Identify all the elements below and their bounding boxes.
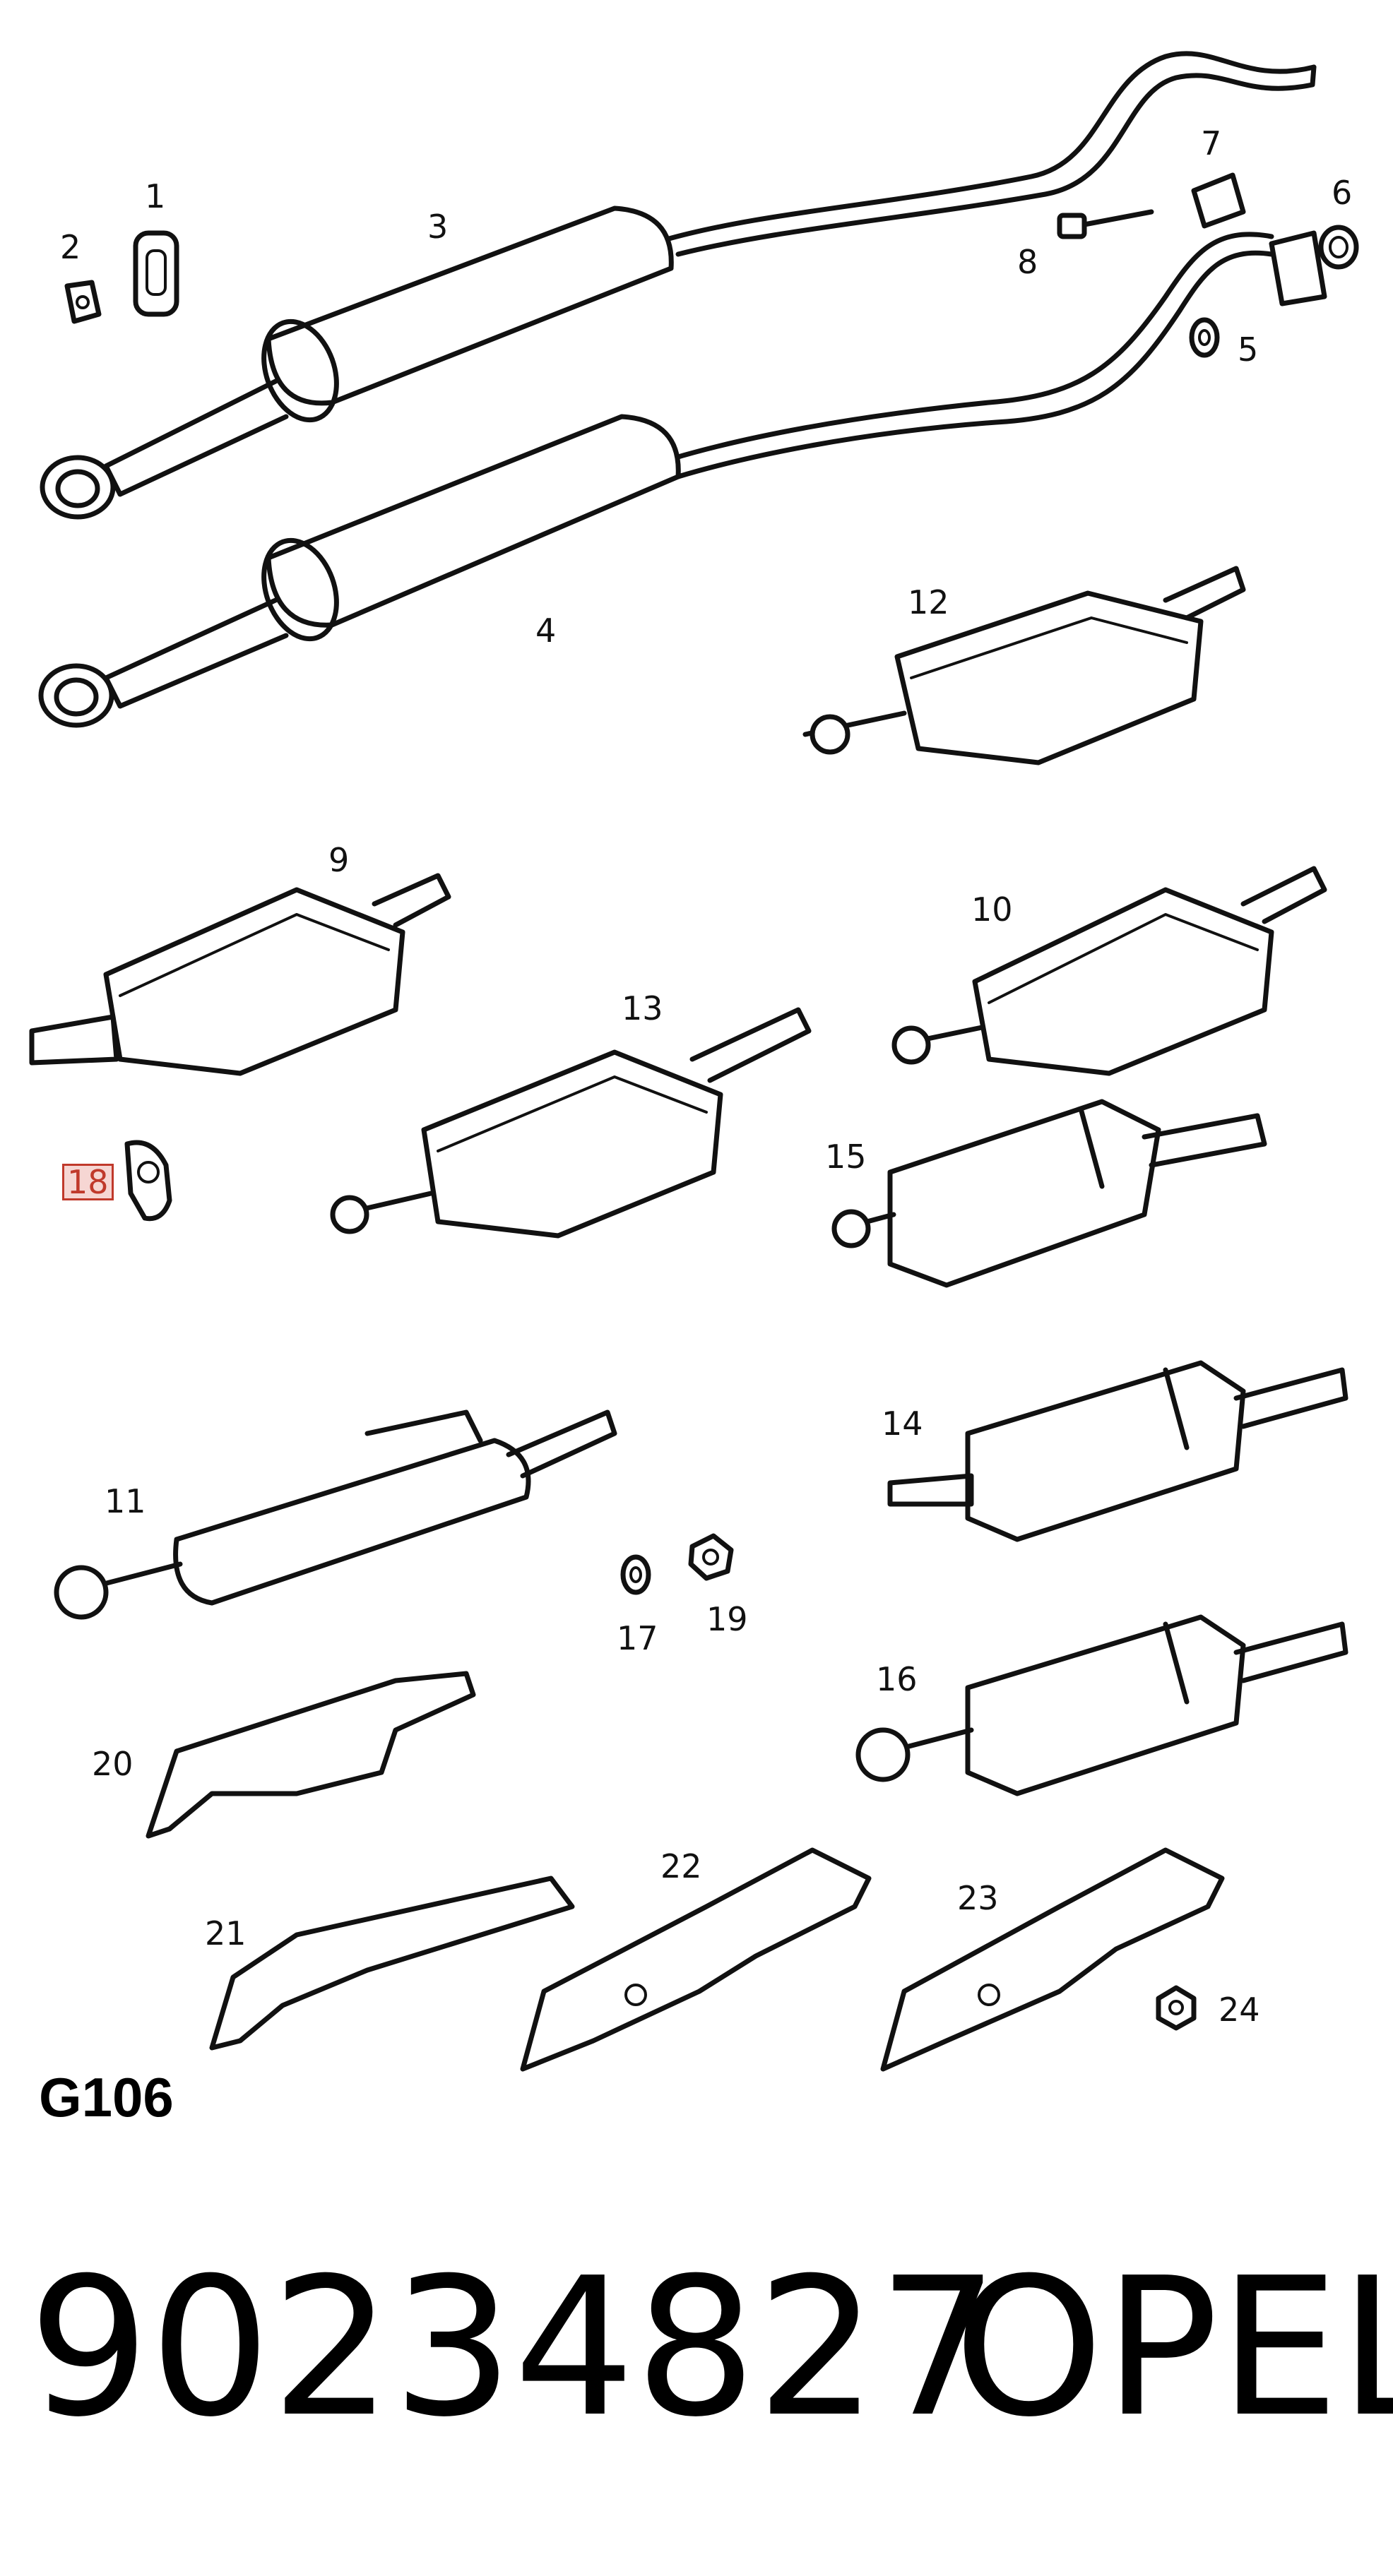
diagram-code: G106	[39, 2066, 174, 2128]
callout-4: 4	[535, 612, 557, 650]
part-22-heat-shield[interactable]	[520, 1847, 872, 2072]
part-14-rear-muffler[interactable]	[887, 1360, 1348, 1542]
part-23-heat-shield[interactable]	[880, 1847, 1225, 2072]
part-12-rear-muffler[interactable]	[802, 566, 1246, 765]
callout-3: 3	[427, 208, 449, 246]
part-13-rear-muffler[interactable]	[330, 1007, 812, 1239]
part-18-clamp[interactable]	[124, 1140, 172, 1222]
callout-16: 16	[876, 1660, 918, 1698]
callout-21: 21	[205, 1914, 247, 1952]
callout-12: 12	[908, 583, 949, 621]
callout-9: 9	[328, 841, 350, 879]
part-number: 90234827	[28, 2236, 1000, 2459]
part-15-rear-muffler[interactable]	[831, 1099, 1267, 1288]
callout-2: 2	[60, 228, 81, 266]
part-10-rear-muffler[interactable]	[891, 866, 1327, 1076]
callout-18-highlighted[interactable]: 18	[62, 1164, 114, 1200]
callout-11: 11	[105, 1482, 146, 1520]
callout-24: 24	[1219, 1991, 1260, 2029]
part-3-middle-muffler-pipe[interactable]	[40, 51, 1317, 520]
part-6-gasket-ring[interactable]	[1318, 225, 1359, 270]
part-11-rear-muffler[interactable]	[54, 1409, 617, 1620]
part-24-nut[interactable]	[1156, 1985, 1197, 2031]
callout-15: 15	[825, 1138, 867, 1176]
callout-10: 10	[971, 890, 1013, 929]
part-17-washer[interactable]	[620, 1554, 651, 1595]
part-1-rubber-mount[interactable]	[133, 230, 179, 317]
brand-name: OPEL	[954, 2236, 1393, 2459]
callout-17: 17	[617, 1619, 658, 1657]
callout-22: 22	[660, 1847, 702, 1885]
callout-23: 23	[957, 1879, 999, 1917]
part-2-bracket[interactable]	[64, 280, 102, 324]
part-5-washer[interactable]	[1189, 317, 1220, 358]
callout-20: 20	[92, 1745, 134, 1783]
callout-7: 7	[1201, 124, 1222, 162]
callout-13: 13	[622, 989, 663, 1027]
part-7-rubber-bushing[interactable]	[1191, 172, 1246, 229]
part-8-bolt[interactable]	[1057, 209, 1154, 239]
callout-6: 6	[1332, 174, 1353, 212]
part-19-nut[interactable]	[688, 1533, 734, 1581]
part-4-middle-muffler-pipe[interactable]	[38, 232, 1274, 728]
part-16-rear-muffler[interactable]	[855, 1614, 1348, 1796]
callout-5: 5	[1238, 330, 1259, 369]
callout-1: 1	[145, 177, 166, 215]
part-9-rear-muffler[interactable]	[29, 873, 451, 1076]
callout-8: 8	[1017, 243, 1038, 281]
part-20-heat-shield[interactable]	[146, 1671, 476, 1839]
callout-19: 19	[706, 1600, 748, 1638]
callout-14: 14	[882, 1405, 923, 1443]
part-21-heat-shield[interactable]	[209, 1876, 575, 2051]
